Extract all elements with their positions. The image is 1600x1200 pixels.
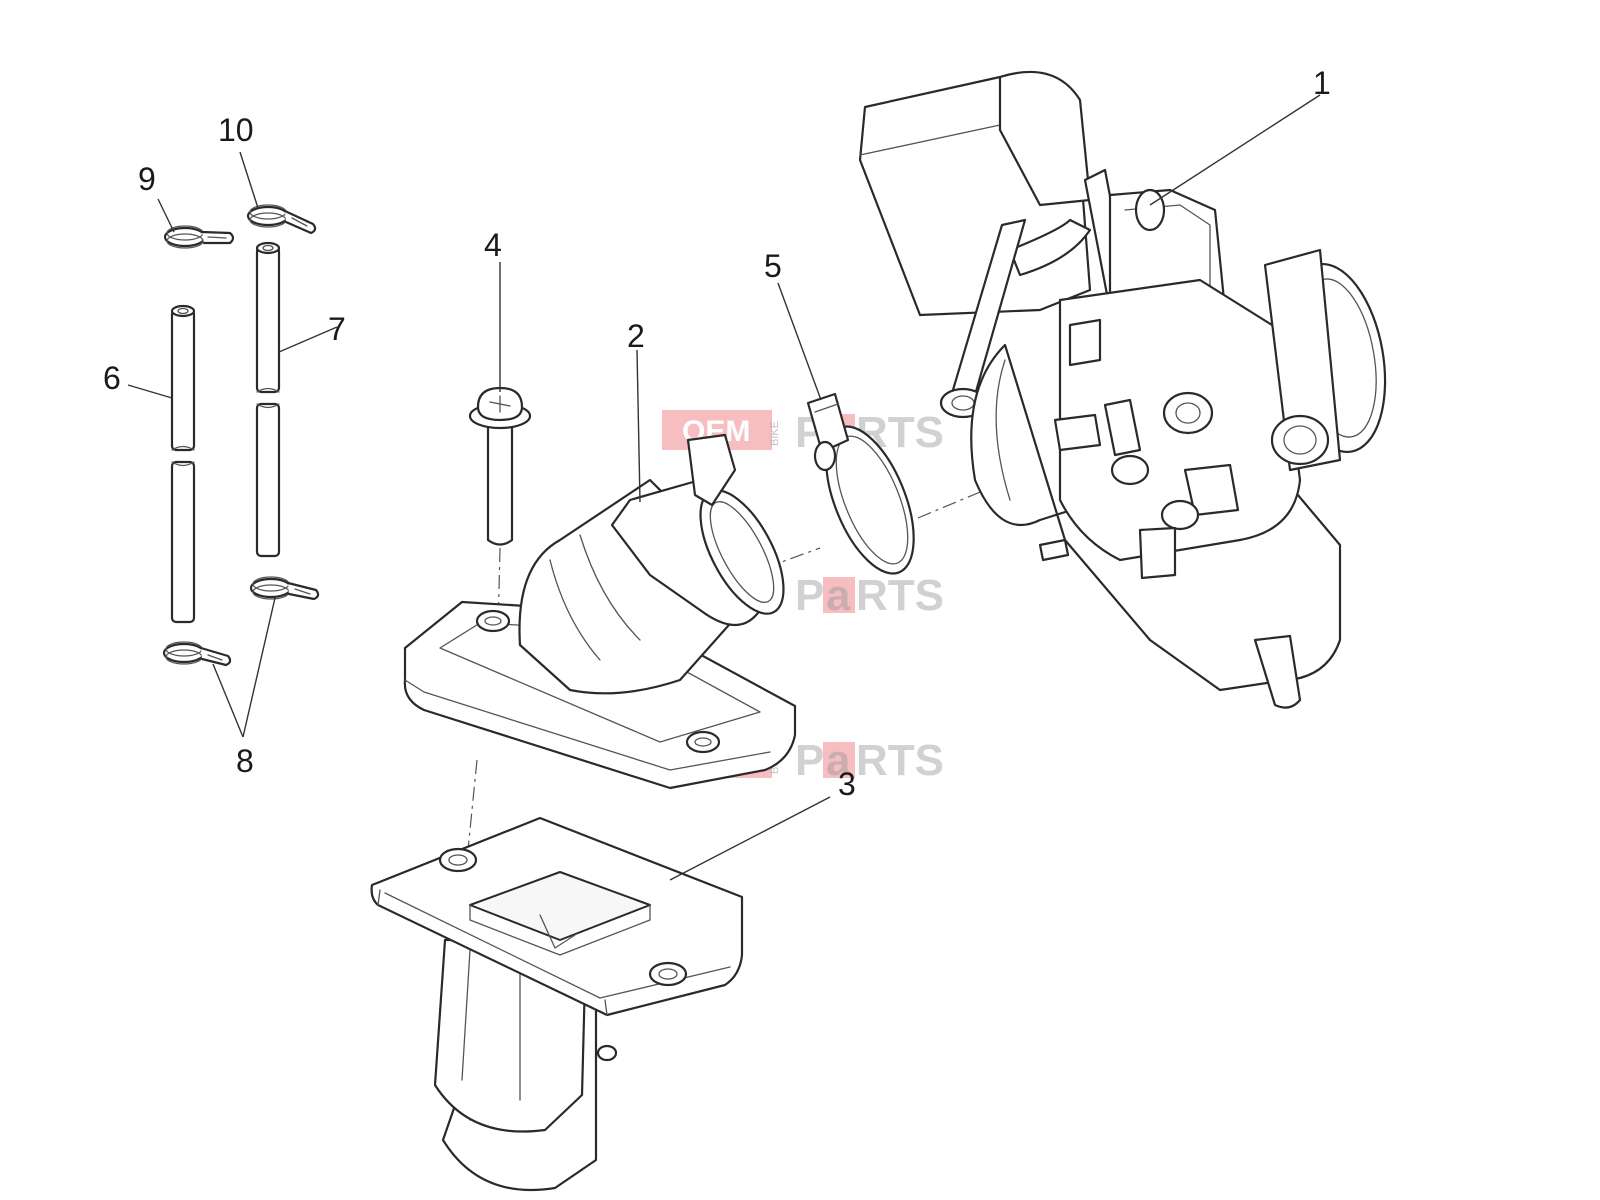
svg-text:RTS: RTS [856, 571, 944, 620]
spring-clip-part-9 [163, 225, 235, 249]
carburetor-part-1 [858, 70, 1387, 709]
svg-text:a: a [826, 736, 851, 785]
callout-10: 10 [218, 112, 254, 148]
callout-9: 9 [138, 161, 156, 197]
callout-2: 2 [627, 318, 645, 354]
callout-4: 4 [484, 227, 502, 263]
leader-lines [127, 94, 1321, 881]
svg-text:RTS: RTS [856, 736, 944, 785]
callout-6: 6 [103, 360, 121, 396]
spring-clip-part-8-upper [249, 576, 320, 601]
screw-part-4 [468, 386, 532, 546]
svg-text:P: P [795, 571, 824, 620]
spring-clip-part-8-lower [162, 641, 232, 667]
spring-clip-part-10 [246, 204, 317, 235]
callout-labels: 1 2 3 4 5 6 7 8 9 10 [103, 65, 1331, 802]
svg-text:P: P [795, 736, 824, 785]
svg-text:a: a [826, 571, 851, 620]
hose-clamp-part-5 [806, 392, 915, 575]
callout-8: 8 [236, 743, 254, 779]
callout-7: 7 [328, 311, 346, 347]
hose-part-6 [170, 304, 196, 624]
hose-part-7 [255, 241, 281, 558]
reed-valve-part-3 [370, 816, 744, 1192]
callout-5: 5 [764, 248, 782, 284]
svg-text:BIKE: BIKE [769, 421, 781, 446]
callout-1: 1 [1313, 65, 1331, 101]
callout-3: 3 [838, 766, 856, 802]
intake-manifold-part-2 [403, 433, 797, 790]
